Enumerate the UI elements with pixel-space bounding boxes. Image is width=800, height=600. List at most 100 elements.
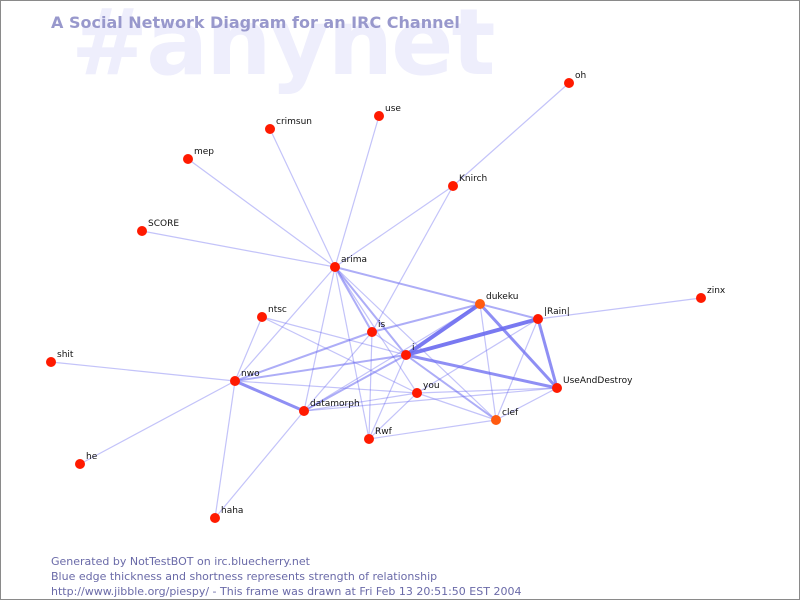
node-dot[interactable] <box>552 383 562 393</box>
node-label: zinx <box>707 286 726 296</box>
edge-Rain-you <box>416 318 539 394</box>
node-ntsc[interactable]: ntsc <box>257 305 287 322</box>
node-dot[interactable] <box>230 376 240 386</box>
node-Rwf[interactable]: Rwf <box>364 427 393 444</box>
node-dot[interactable] <box>364 434 374 444</box>
node-zinx[interactable]: zinx <box>696 286 726 303</box>
diagram-title: A Social Network Diagram for an IRC Chan… <box>51 13 460 32</box>
node-label: datamorph <box>310 399 360 409</box>
node-dot[interactable] <box>75 459 85 469</box>
edge-layer <box>50 82 702 519</box>
edge-i-datamorph <box>303 354 407 412</box>
edge-he-nwo <box>79 380 236 465</box>
node-dot[interactable] <box>367 327 377 337</box>
node-Knirch[interactable]: Knirch <box>448 174 487 191</box>
edge-haha-nwo <box>214 380 236 519</box>
node-dot[interactable] <box>257 312 267 322</box>
node-dukeku[interactable]: dukeku <box>475 292 518 309</box>
channel-watermark: #anynet <box>71 0 496 96</box>
edge-dukeku-i <box>404 302 482 357</box>
node-label: shit <box>57 350 74 360</box>
edge-i-UseAndDestroy <box>405 353 558 390</box>
node-dot[interactable] <box>374 111 384 121</box>
edge-you-UseAndDestroy <box>416 387 558 394</box>
edge-arima-is <box>334 266 373 333</box>
edge-zinx-Rain <box>537 297 702 320</box>
node-label: clef <box>502 408 519 418</box>
edge-i-nwo <box>234 354 407 382</box>
node-shit[interactable]: shit <box>46 350 74 367</box>
node-dot[interactable] <box>412 388 422 398</box>
node-SCORE[interactable]: SCORE <box>137 219 179 236</box>
edge-datamorph-you <box>303 392 418 412</box>
node-label: crimsun <box>276 117 312 127</box>
edge-dukeku-UseAndDestroy <box>478 302 559 390</box>
edge-arima-i <box>334 266 407 356</box>
footer-generated-by: Generated by NotTestBOT on irc.bluecherr… <box>51 555 310 568</box>
node-he[interactable]: he <box>75 452 98 469</box>
edge-you-clef <box>416 392 497 421</box>
edge-nwo-datamorph <box>234 379 305 413</box>
edge-use-arima <box>334 115 380 268</box>
node-dot[interactable] <box>299 406 309 416</box>
node-label: |Rain| <box>544 307 570 317</box>
edge-Knirch-is <box>371 185 454 333</box>
node-label: arima <box>341 255 367 265</box>
node-Rain[interactable]: |Rain| <box>533 307 570 324</box>
edge-haha-datamorph <box>214 410 305 519</box>
node-oh[interactable]: oh <box>564 71 586 88</box>
node-you[interactable]: you <box>412 381 440 398</box>
node-label: Rwf <box>375 427 393 437</box>
node-dot[interactable] <box>533 314 543 324</box>
edge-clef-UseAndDestroy <box>495 387 558 421</box>
edge-oh-Knirch <box>452 82 570 187</box>
node-dot[interactable] <box>46 357 56 367</box>
edge-mep-arima <box>187 158 336 268</box>
node-dot[interactable] <box>210 513 220 523</box>
node-dot[interactable] <box>696 293 706 303</box>
node-dot[interactable] <box>401 350 411 360</box>
edge-arima-nwo <box>234 266 336 382</box>
node-label: haha <box>221 506 243 516</box>
footer: Generated by NotTestBOT on irc.bluecherr… <box>51 554 521 599</box>
node-crimsun[interactable]: crimsun <box>265 117 312 134</box>
node-dot[interactable] <box>448 181 458 191</box>
node-label: you <box>423 381 440 391</box>
node-dot[interactable] <box>475 299 485 309</box>
edge-arima-Rwf <box>334 266 370 440</box>
node-label: Knirch <box>459 174 487 184</box>
edge-Rain-clef <box>495 318 539 421</box>
node-arima[interactable]: arima <box>330 255 367 272</box>
node-label: i <box>412 343 415 353</box>
edge-arima-clef <box>334 266 497 421</box>
edge-datamorph-UseAndDestroy <box>303 387 558 412</box>
edge-ntsc-you <box>261 316 418 394</box>
node-label: ntsc <box>268 305 287 315</box>
node-haha[interactable]: haha <box>210 506 243 523</box>
node-label: mep <box>194 147 214 157</box>
node-UseAndDestroy[interactable]: UseAndDestroy <box>552 376 633 393</box>
node-datamorph[interactable]: datamorph <box>299 399 360 416</box>
edge-you-Rwf <box>368 392 418 440</box>
node-dot[interactable] <box>183 154 193 164</box>
edge-crimsun-arima <box>269 128 336 268</box>
node-label: UseAndDestroy <box>563 376 633 386</box>
node-dot[interactable] <box>265 124 275 134</box>
node-dot[interactable] <box>491 415 501 425</box>
edge-is-Rwf <box>368 331 373 440</box>
node-label: dukeku <box>486 292 518 302</box>
node-nwo[interactable]: nwo <box>230 369 260 386</box>
node-i[interactable]: i <box>401 343 415 360</box>
node-use[interactable]: use <box>374 104 401 121</box>
node-mep[interactable]: mep <box>183 147 214 164</box>
node-is[interactable]: is <box>367 320 386 337</box>
edge-nwo-you <box>234 380 418 394</box>
edge-i-clef <box>405 354 497 421</box>
footer-url-timestamp: http://www.jibble.org/piespy/ - This fra… <box>51 585 522 598</box>
node-dot[interactable] <box>330 262 340 272</box>
footer-legend-note: Blue edge thickness and shortness repres… <box>51 570 438 583</box>
node-clef[interactable]: clef <box>491 408 519 425</box>
node-dot[interactable] <box>137 226 147 236</box>
node-dot[interactable] <box>564 78 574 88</box>
node-label: is <box>378 320 386 330</box>
